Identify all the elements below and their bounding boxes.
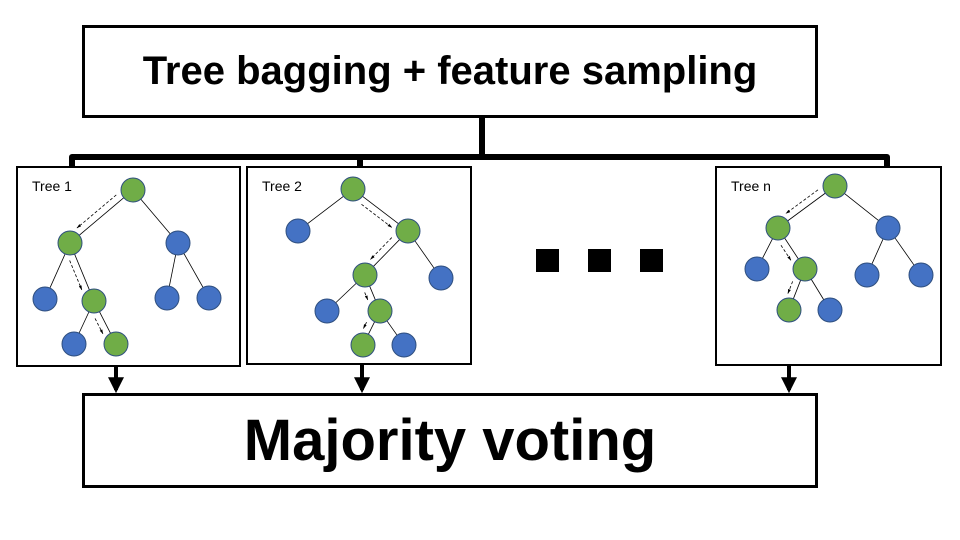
tree-2-node-1 [285,218,311,244]
tree-2-edge-1 [362,195,399,225]
tree-2-edge-4 [335,282,357,304]
tree-2-edge-3 [414,240,435,269]
tree-2-path-arrow-2 [364,292,369,301]
tree-n-edge-2 [762,238,773,259]
tree-1-edge-1 [140,198,171,235]
tree-2-node-4 [428,265,454,291]
tree-n-edge-0 [787,192,826,222]
tree-n-node-3 [744,256,770,282]
tree-1-node-5 [154,285,180,311]
tree-n-path-arrow-1 [780,244,792,261]
tree-label-2: Tree 2 [262,178,302,194]
tree-2-selected-node-6 [367,298,393,324]
tree-2-node-5 [314,298,340,324]
tree-label-1: Tree 1 [32,178,72,194]
tree-1-selected-node-8 [103,331,129,357]
tree-n-edge-1 [844,193,879,221]
tree-n-node-6 [908,262,934,288]
tree-1-edge-2 [49,253,66,289]
tree-2-path-arrow-3 [363,322,367,329]
tree-2-edge-5 [369,285,376,301]
tree-1-path-arrow-1 [69,260,83,291]
tree-1-edge-7 [99,311,111,334]
tree-2-edge-2 [373,239,400,267]
ellipsis-dot-3 [640,249,663,272]
tree-2-selected-node-0 [340,176,366,202]
tree-n-path-arrow-0 [785,189,819,214]
tree-1-selected-node-0 [120,177,146,203]
tree-1-node-6 [196,285,222,311]
tree-1-path-arrow-0 [76,194,117,229]
tree-1-edge-3 [74,253,90,291]
tree-1-node-2 [165,230,191,256]
tree-2-node-8 [391,332,417,358]
tree-n-edge-7 [810,279,825,300]
title-box: Tree bagging + feature sampling [82,25,818,118]
tree-1-edge-5 [183,253,204,288]
tree-1-edge-0 [78,197,125,236]
tree-1-node-3 [32,286,58,312]
tree-n-path-arrow-2 [787,281,794,294]
tree-1-edge-6 [78,311,90,334]
tree-n-selected-node-0 [822,173,848,199]
tree-1-path-arrow-2 [94,318,104,335]
ellipsis-dot-2 [588,249,611,272]
tree-2-selected-node-2 [395,218,421,244]
tree-n-node-8 [817,297,843,323]
tree-1-edge-4 [168,254,177,287]
tree-1-selected-node-1 [57,230,83,256]
tree-1-node-7 [61,331,87,357]
tree-n-edge-6 [792,280,802,299]
tree-n-edge-5 [894,237,915,266]
title-text: Tree bagging + feature sampling [142,49,758,93]
tree-2-edge-6 [368,321,375,335]
tree-2-path-arrow-1 [370,237,393,260]
tree-n-edge-3 [784,237,799,260]
tree-1-selected-node-4 [81,288,107,314]
tree-n-selected-node-4 [792,256,818,282]
tree-2-selected-node-3 [352,262,378,288]
tree-n-edge-4 [871,238,884,265]
ellipsis-dot-1 [536,249,559,272]
tree-2-path-arrow-0 [361,203,393,228]
tree-2-selected-node-7 [350,332,376,358]
tree-2-edge-7 [386,320,398,336]
tree-n-selected-node-1 [765,215,791,241]
majority-voting-text: Majority voting [243,408,657,473]
tree-n-node-5 [854,262,880,288]
majority-voting-box: Majority voting [82,393,818,488]
tree-2-edge-0 [307,195,344,225]
tree-n-selected-node-7 [776,297,802,323]
tree-label-n: Tree n [731,178,771,194]
tree-n-node-2 [875,215,901,241]
